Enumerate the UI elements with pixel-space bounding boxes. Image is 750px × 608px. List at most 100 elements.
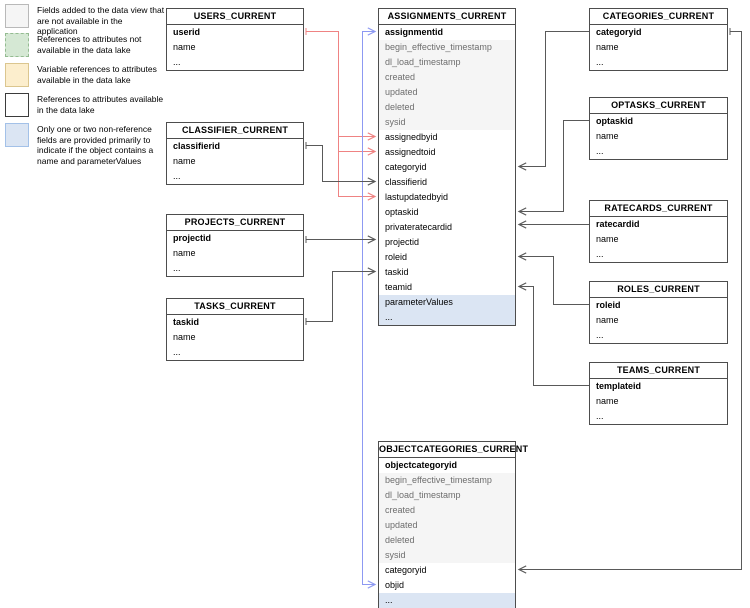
legend-swatch-gray xyxy=(5,4,29,28)
field-ellipsis: ... xyxy=(167,345,303,360)
field-name: name xyxy=(590,40,727,55)
field-projectid: projectid xyxy=(379,235,515,250)
field-lastupdatedbyid: lastupdatedbyid xyxy=(379,190,515,205)
table-header: PROJECTS_CURRENT xyxy=(167,215,303,231)
field-taskid: taskid xyxy=(379,265,515,280)
legend-item-refs-not-available: References to attributes not available i… xyxy=(5,33,165,57)
field-assignedtoid: assignedtoid xyxy=(379,145,515,160)
field-teamid: teamid xyxy=(379,280,515,295)
table-header: OPTASKS_CURRENT xyxy=(590,98,727,114)
field-sysid: sysid xyxy=(379,115,515,130)
field-classifierid: classifierid xyxy=(167,139,303,154)
field-ellipsis: ... xyxy=(167,169,303,184)
table-header: USERS_CURRENT xyxy=(167,9,303,25)
field-ellipsis: ... xyxy=(167,261,303,276)
field-assignmentid: assignmentid xyxy=(379,25,515,40)
wire-categories-categoryid xyxy=(517,28,592,171)
field-deleted: deleted xyxy=(379,100,515,115)
field-categoryid: categoryid xyxy=(379,563,515,578)
object-reference-wires xyxy=(362,27,377,589)
legend-swatch-white xyxy=(5,93,29,117)
field-name: name xyxy=(590,129,727,144)
field-ellipsis: ... xyxy=(590,409,727,424)
field-classifierid: classifierid xyxy=(379,175,515,190)
field-projectid: projectid xyxy=(167,231,303,246)
field-templateid: templateid xyxy=(590,379,727,394)
field-name: name xyxy=(167,246,303,261)
table-header: CLASSIFIER_CURRENT xyxy=(167,123,303,139)
legend-label: Variable references to attributes availa… xyxy=(37,64,157,85)
field-deleted: deleted xyxy=(379,533,515,548)
field-ellipsis: ... xyxy=(167,55,303,70)
field-ratecardid: ratecardid xyxy=(590,217,727,232)
field-roleid: roleid xyxy=(379,250,515,265)
legend-label: References to attributes not available i… xyxy=(37,34,142,55)
field-begin_effective_timestamp: begin_effective_timestamp xyxy=(379,40,515,55)
field-name: name xyxy=(167,154,303,169)
field-created: created xyxy=(379,70,515,85)
legend-item-data-view-fields: Fields added to the data view that are n… xyxy=(5,4,165,37)
user-reference-wires xyxy=(305,28,377,201)
field-roleid: roleid xyxy=(590,298,727,313)
field-dl_load_timestamp: dl_load_timestamp xyxy=(379,488,515,503)
table-header: ROLES_CURRENT xyxy=(590,282,727,298)
field-ellipsis: ... xyxy=(590,328,727,343)
field-privateratecardid: privateratecardid xyxy=(379,220,515,235)
legend-swatch-blue xyxy=(5,123,29,147)
legend-swatch-yellow xyxy=(5,63,29,87)
wire-users-lastupdatedbyid xyxy=(305,28,377,201)
field-categoryid: categoryid xyxy=(379,160,515,175)
field-begin_effective_timestamp: begin_effective_timestamp xyxy=(379,473,515,488)
field-categoryid: categoryid xyxy=(590,25,727,40)
field-ellipsis: ... xyxy=(379,310,515,325)
field-sysid: sysid xyxy=(379,548,515,563)
field-parametervalues: parameterValues xyxy=(379,295,515,310)
field-userid: userid xyxy=(167,25,303,40)
table-header: TEAMS_CURRENT xyxy=(590,363,727,379)
field-assignedbyid: assignedbyid xyxy=(379,130,515,145)
wire-assignmentid-objid xyxy=(362,27,377,589)
table-header: TASKS_CURRENT xyxy=(167,299,303,315)
field-name: name xyxy=(590,232,727,247)
legend-label: Only one or two non-reference fields are… xyxy=(37,124,154,166)
field-ellipsis: ... xyxy=(590,144,727,159)
legend-item-refs-available: References to attributes available in th… xyxy=(5,93,165,117)
legend-label: References to attributes available in th… xyxy=(37,94,164,115)
field-ellipsis: ... xyxy=(590,55,727,70)
field-ellipsis: ... xyxy=(379,593,515,608)
field-optaskid: optaskid xyxy=(379,205,515,220)
field-name: name xyxy=(167,330,303,345)
legend-label: Fields added to the data view that are n… xyxy=(37,5,165,36)
field-dl_load_timestamp: dl_load_timestamp xyxy=(379,55,515,70)
field-name: name xyxy=(167,40,303,55)
table-header: OBJECTCATEGORIES_CURRENT xyxy=(379,442,528,458)
wire-roles-roleid xyxy=(517,252,592,308)
field-name: name xyxy=(590,313,727,328)
table-header: ASSIGNMENTS_CURRENT xyxy=(379,9,515,25)
field-created: created xyxy=(379,503,515,518)
wire-teams-teamid xyxy=(517,282,592,389)
field-ellipsis: ... xyxy=(590,247,727,262)
legend-item-variable-refs: Variable references to attributes availa… xyxy=(5,63,165,87)
field-name: name xyxy=(590,394,727,409)
field-objid: objid xyxy=(379,578,515,593)
field-updated: updated xyxy=(379,518,515,533)
legend-swatch-green xyxy=(5,33,29,57)
field-updated: updated xyxy=(379,85,515,100)
entity-table-objectcategories-current[interactable]: OBJECTCATEGORIES_CURRENT objectcategoryi… xyxy=(378,441,528,608)
field-objectcategoryid: objectcategoryid xyxy=(379,458,515,473)
field-optaskid: optaskid xyxy=(590,114,727,129)
table-header: CATEGORIES_CURRENT xyxy=(590,9,727,25)
legend-item-non-reference-fields: Only one or two non-reference fields are… xyxy=(5,123,165,166)
